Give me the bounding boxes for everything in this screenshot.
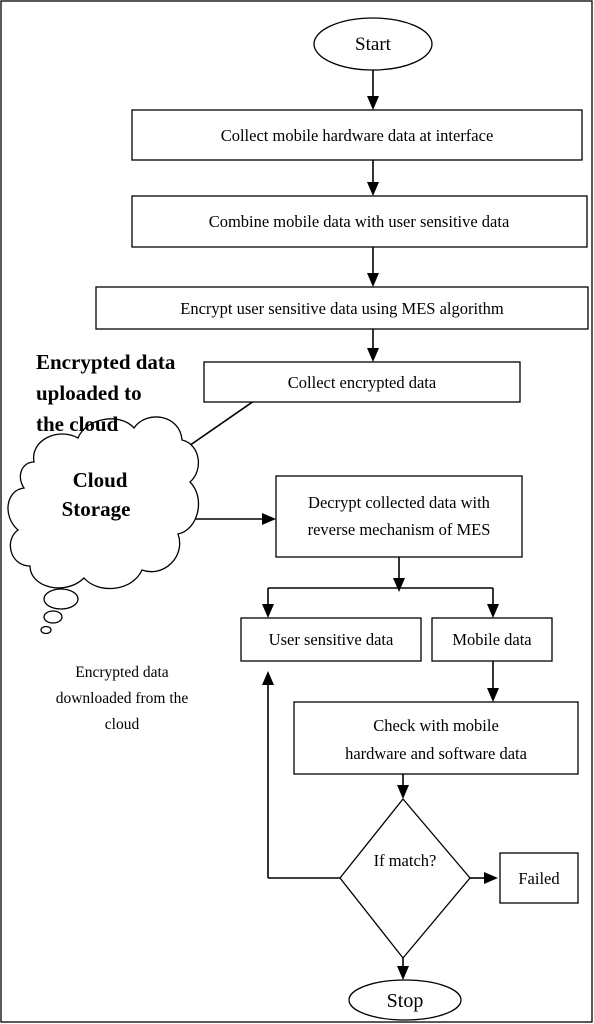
start-label: Start bbox=[355, 34, 392, 55]
stop-terminal: Stop bbox=[348, 979, 462, 1021]
collect-encrypted-label: Collect encrypted data bbox=[288, 373, 437, 392]
failed-label: Failed bbox=[518, 869, 560, 888]
downloaded-line1: Encrypted data bbox=[75, 664, 169, 681]
combine-label: Combine mobile data with user sensitive … bbox=[209, 212, 510, 231]
combine-box: Combine mobile data with user sensitive … bbox=[131, 195, 588, 248]
if-match-decision: If match? bbox=[339, 797, 471, 960]
stop-label: Stop bbox=[387, 990, 424, 1012]
decrypt-label-line1: Decrypt collected data with bbox=[308, 493, 491, 512]
collect-hardware-label: Collect mobile hardware data at interfac… bbox=[221, 126, 494, 145]
check-label-line2: hardware and software data bbox=[345, 744, 528, 763]
decrypt-label-line2: reverse mechanism of MES bbox=[308, 520, 491, 539]
uploaded-line3: the cloud bbox=[36, 412, 119, 436]
uploaded-annotation: Encrypted data uploaded to the cloud bbox=[36, 350, 176, 436]
uploaded-line1: Encrypted data bbox=[36, 350, 176, 374]
encrypt-box: Encrypt user sensitive data using MES al… bbox=[95, 286, 589, 330]
mobile-data-box: Mobile data bbox=[431, 617, 553, 662]
uploaded-line2: uploaded to bbox=[36, 381, 142, 405]
downloaded-line3: cloud bbox=[105, 716, 140, 733]
cloud-label-line1: Cloud bbox=[73, 468, 128, 492]
cloud-label-line2: Storage bbox=[62, 497, 131, 521]
user-sensitive-box: User sensitive data bbox=[240, 617, 422, 662]
cloud-storage: Cloud Storage bbox=[7, 416, 200, 635]
collect-hardware-box: Collect mobile hardware data at interfac… bbox=[131, 109, 583, 161]
downloaded-line2: downloaded from the bbox=[56, 690, 189, 707]
check-box: Check with mobile hardware and software … bbox=[293, 701, 579, 775]
check-label-line1: Check with mobile bbox=[373, 716, 499, 735]
mobile-data-label: Mobile data bbox=[452, 630, 532, 649]
start-terminal: Start bbox=[313, 17, 433, 71]
encrypt-label: Encrypt user sensitive data using MES al… bbox=[180, 299, 504, 318]
decrypt-box: Decrypt collected data with reverse mech… bbox=[275, 475, 523, 558]
if-match-label: If match? bbox=[374, 851, 437, 870]
collect-encrypted-box: Collect encrypted data bbox=[203, 361, 521, 403]
user-sensitive-label: User sensitive data bbox=[269, 630, 394, 649]
downloaded-annotation: Encrypted data downloaded from the cloud bbox=[56, 664, 189, 733]
failed-box: Failed bbox=[499, 852, 579, 904]
